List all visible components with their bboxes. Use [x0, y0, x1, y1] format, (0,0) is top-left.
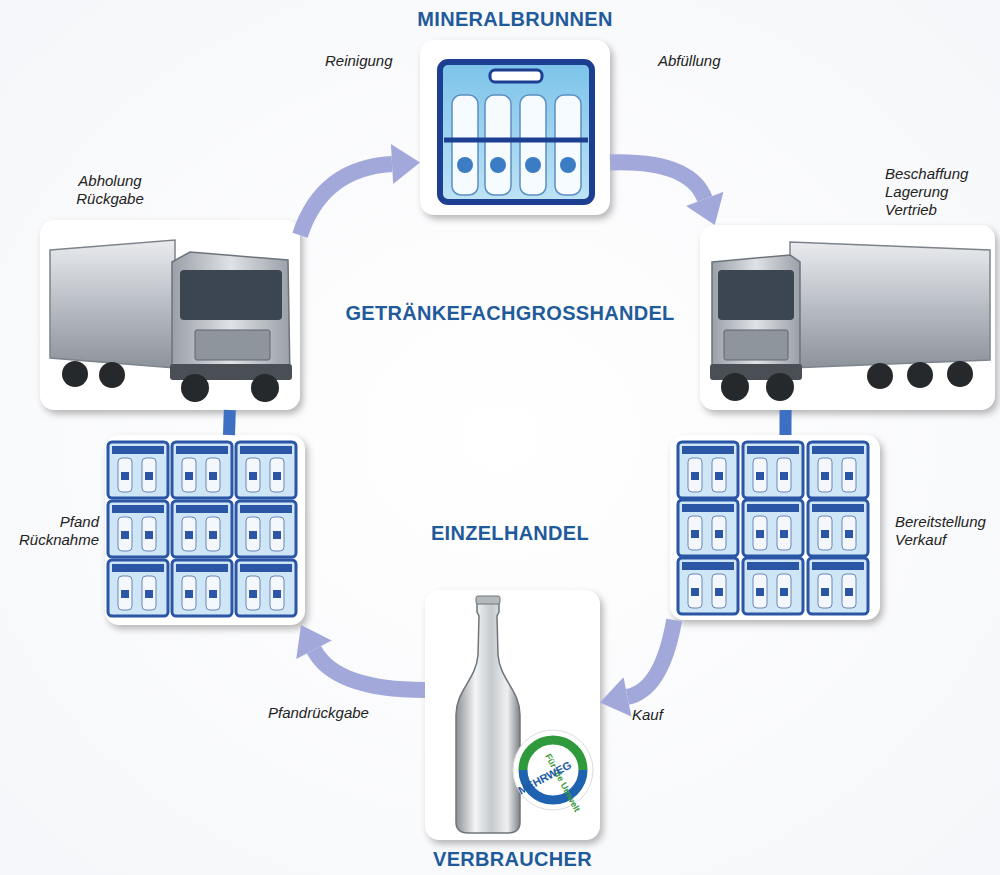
link-bar: [229, 410, 231, 435]
bottle-body: [456, 598, 520, 833]
wheel: [251, 374, 279, 402]
crate: [172, 560, 232, 616]
crate-bar: [444, 138, 588, 143]
bottle: [520, 95, 546, 195]
truck-grill: [724, 330, 788, 360]
bottle-label: [560, 157, 576, 173]
stage-heading: MINERALBRUNNEN: [360, 8, 670, 31]
wheel: [181, 374, 209, 402]
step-label: Pfand Rücknahme: [17, 513, 99, 549]
connector-line: [780, 410, 792, 435]
bottle: [452, 95, 478, 195]
image-tile: Abholung Rückgabe: [40, 220, 300, 410]
truck-bumper: [170, 364, 292, 380]
link-bar: [785, 410, 786, 435]
wheel: [721, 373, 749, 401]
bottle-label: [490, 157, 506, 173]
connector-line: [314, 650, 425, 690]
crate: [743, 558, 803, 614]
step-label: Bereitstellung Verkauf: [895, 513, 1000, 549]
crate: [172, 501, 232, 557]
crate: [236, 560, 296, 616]
crate: [108, 560, 168, 616]
image-tile: Beschaffung Lagerung Vertrieb: [700, 225, 995, 410]
bottle: [555, 95, 581, 195]
crate: [743, 500, 803, 556]
wheel: [62, 361, 88, 387]
image-tile: Bereitstellung Verkauf: [670, 435, 880, 620]
connector-line: [627, 620, 674, 697]
step-label: Abfüllung: [658, 52, 748, 70]
wheel: [907, 362, 933, 388]
wheel: [947, 361, 973, 387]
flow-arrow: [296, 625, 425, 690]
crate: [808, 500, 868, 556]
tier-heading: GETRÄNKEFACHGROSSHANDEL: [300, 302, 720, 325]
stage-heading: VERBRAUCHER: [365, 848, 660, 871]
wheel: [99, 362, 125, 388]
image-tile: Pfand Rücknahme: [105, 435, 305, 625]
arrow-head: [296, 625, 331, 659]
flow-arrow: [610, 162, 723, 225]
bottle-label: [525, 157, 541, 173]
wheel: [867, 363, 893, 389]
step-label: Beschaffung Lagerung Vertrieb: [885, 165, 977, 219]
logo-disc: [513, 730, 593, 810]
crate-frame: [440, 62, 592, 202]
crate: [743, 442, 803, 498]
mehrweg-logo: [513, 730, 593, 810]
truck-bumper: [710, 364, 802, 380]
tier-heading: EINZELHANDEL: [300, 522, 720, 545]
truck: [50, 240, 292, 402]
crate: [172, 442, 232, 498]
connector-line: [300, 164, 392, 235]
arrow-head: [391, 144, 420, 184]
crate: [108, 442, 168, 498]
truck-grill: [195, 330, 270, 360]
glass-bottle: [456, 596, 520, 833]
bottle-label: [457, 157, 473, 173]
crate: [236, 442, 296, 498]
truck: [710, 242, 990, 401]
crate: [678, 558, 738, 614]
water-crate: [440, 62, 592, 202]
crate: [808, 442, 868, 498]
crate: [678, 500, 738, 556]
connector-line: [610, 162, 705, 198]
step-label: Reinigung: [325, 52, 415, 70]
flow-arrow: [600, 620, 674, 717]
step-label: Abholung Rückgabe: [65, 172, 155, 208]
crate-grid: [108, 442, 296, 616]
truck-windshield: [718, 270, 794, 320]
arrow-head: [686, 192, 723, 225]
image-tile: MINERALBRUNNEN: [420, 40, 610, 215]
truck-trailer: [790, 242, 990, 368]
crate: [236, 501, 296, 557]
crate-handle: [490, 70, 542, 82]
crate: [808, 558, 868, 614]
truck-cab: [172, 252, 290, 378]
crate: [678, 442, 738, 498]
truck-cab: [712, 255, 800, 378]
arrow-head: [600, 677, 631, 716]
connector-line: [223, 410, 236, 435]
edge-label: Kauf: [632, 706, 663, 724]
bottle-lip: [476, 596, 500, 604]
bottle: [485, 95, 511, 195]
crate-grid: [678, 442, 868, 614]
flow-arrow: [300, 144, 420, 235]
crate: [108, 501, 168, 557]
truck-trailer: [50, 240, 175, 368]
wheel: [766, 373, 794, 401]
edge-label: Pfandrückgabe: [268, 704, 369, 722]
truck-windshield: [180, 270, 282, 320]
